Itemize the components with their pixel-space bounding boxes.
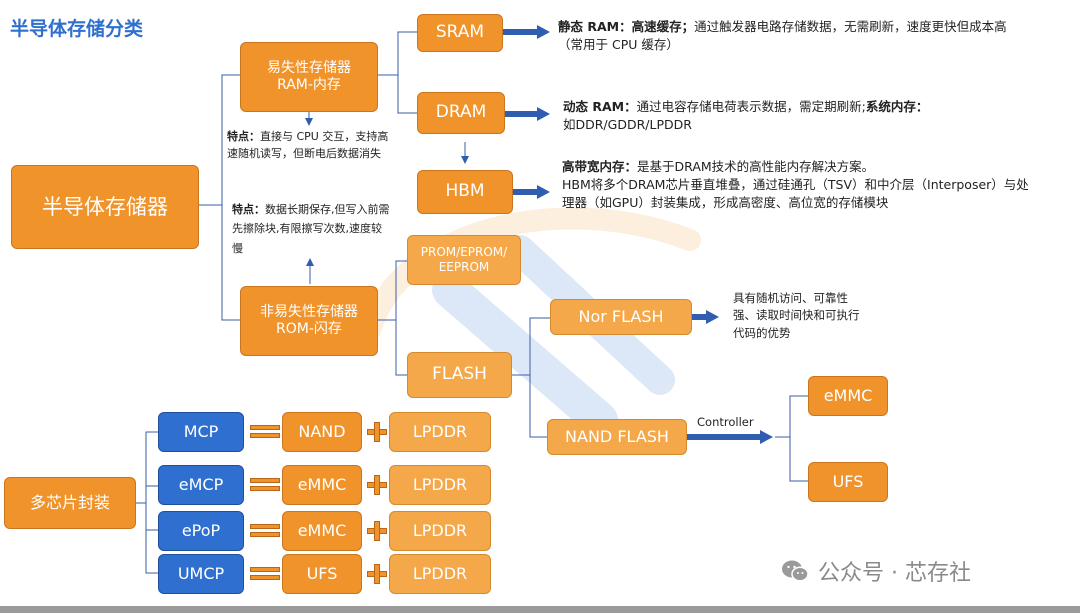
plus-icon	[367, 521, 387, 541]
package-name-label: UMCP	[177, 564, 225, 583]
prom-line2: EEPROM	[438, 260, 490, 274]
nonvolatile-line2: ROM-闪存	[276, 321, 342, 337]
sram-label: SRAM	[435, 22, 485, 43]
nor-flash-node: Nor FLASH	[550, 299, 692, 335]
volatile-line1: 易失性存储器	[267, 59, 351, 76]
emmc-output-node: eMMC	[808, 376, 888, 416]
volatile-line2: RAM-内存	[277, 77, 341, 93]
root-node: 半导体存储器	[11, 165, 199, 249]
volatile-note: 特点：直接与 CPU 交互，支持高速随机读写，但断电后数据消失	[227, 128, 399, 162]
nand-flash-node: NAND FLASH	[547, 419, 687, 455]
package-part-a-label: eMMC	[297, 521, 347, 540]
dram-label: DRAM	[435, 102, 487, 123]
equals-icon	[250, 478, 280, 492]
sram-node: SRAM	[417, 14, 503, 52]
controller-label: Controller	[697, 415, 754, 429]
volatile-node: 易失性存储器 RAM-内存	[240, 42, 378, 112]
nonvolatile-note-bold: 特点：	[232, 203, 265, 216]
packaging-root-label: 多芯片封装	[29, 493, 110, 512]
package-part-b-1: LPDDR	[389, 465, 491, 505]
nand-flash-label: NAND FLASH	[565, 427, 669, 446]
package-part-b-3: LPDDR	[389, 554, 491, 594]
package-part-b-label: LPDDR	[412, 564, 468, 583]
prom-line1: PROM/EPROM/	[420, 245, 508, 259]
volatile-note-text: 直接与 CPU 交互，支持高速随机读写，但断电后数据消失	[227, 130, 389, 161]
packaging-bracket	[136, 431, 158, 574]
package-part-a-1: eMMC	[282, 465, 362, 505]
flash-label: FLASH	[432, 364, 487, 385]
footer: 公众号 · 芯存社	[780, 555, 971, 587]
package-name-1: eMCP	[158, 465, 244, 505]
nonvolatile-note: 特点：数据长期保存,但写入前需先擦除块,有限擦写次数,速度较慢	[232, 200, 392, 258]
hbm-desc-body: HBM将多个DRAM芯片垂直堆叠，通过硅通孔（TSV）和中介层（Interpos…	[562, 177, 1029, 211]
nor-flash-desc: 具有随机访问、可靠性强、读取时间快和可执行代码的优势	[733, 291, 860, 340]
package-name-3: UMCP	[158, 554, 244, 594]
page-title: 半导体存储分类	[10, 18, 144, 40]
dram-desc-d: 如DDR/GDDR/LPDDR	[563, 117, 692, 133]
volatile-note-bold: 特点：	[227, 130, 260, 143]
wechat-icon	[782, 560, 809, 582]
sram-desc-bold: 静态 RAM：高速缓存；	[558, 19, 695, 34]
nonvolatile-line1: 非易失性存储器	[260, 303, 358, 320]
plus-icon	[367, 475, 387, 495]
dram-desc: 动态 RAM：通过电容存储电荷表示数据，需定期刷新;系统内存： 如DDR/GDDR…	[563, 98, 1033, 134]
root-label: 半导体存储器	[42, 194, 168, 219]
package-part-a-2: eMMC	[282, 511, 362, 551]
package-part-a-0: NAND	[282, 412, 362, 452]
package-part-a-label: NAND	[298, 422, 346, 441]
flash-bracket	[512, 317, 550, 438]
sram-desc-text: 通过触发器电路存储数据，无需刷新，速度更快但成本高（常用于 CPU 缓存）	[558, 19, 1007, 53]
equals-icon	[250, 524, 280, 538]
dram-desc-c: 系统内存：	[865, 99, 929, 114]
packaging-root-node: 多芯片封装	[4, 477, 136, 529]
footer-label: 公众号 · 芯存社	[818, 561, 971, 586]
nor-flash-label: Nor FLASH	[578, 307, 664, 326]
dram-desc-b: 通过电容存储电荷表示数据，需定期刷新;	[636, 99, 866, 114]
dram-desc-a: 动态 RAM：	[563, 99, 637, 114]
package-part-a-3: UFS	[282, 554, 362, 594]
package-name-2: ePoP	[158, 511, 244, 551]
package-part-b-2: LPDDR	[389, 511, 491, 551]
package-name-label: eMCP	[178, 475, 224, 494]
root-bracket	[198, 74, 240, 321]
package-part-b-label: LPDDR	[412, 475, 468, 494]
nonvolatile-node: 非易失性存储器 ROM-闪存	[240, 286, 378, 356]
controller-bracket	[775, 395, 808, 482]
prom-node: PROM/EPROM/ EEPROM	[407, 235, 521, 285]
hbm-desc-bold: 高带宽内存：	[562, 159, 638, 174]
package-name-0: MCP	[158, 412, 244, 452]
package-part-b-label: LPDDR	[412, 422, 468, 441]
package-part-b-0: LPDDR	[389, 412, 491, 452]
ram-bracket	[378, 31, 417, 114]
ufs-output-node: UFS	[808, 462, 888, 502]
hbm-desc: 高带宽内存：是基于DRAM技术的高性能内存解决方案。 HBM将多个DRAM芯片垂直…	[562, 158, 1032, 212]
emmc-output-label: eMMC	[823, 386, 873, 405]
plus-icon	[367, 422, 387, 442]
hbm-desc-head: 是基于DRAM技术的高性能内存解决方案。	[637, 159, 875, 174]
bottom-bar	[0, 606, 1080, 613]
equals-icon	[250, 425, 280, 439]
hbm-node: HBM	[417, 170, 513, 214]
plus-icon	[367, 564, 387, 584]
flash-node: FLASH	[407, 352, 512, 398]
package-name-label: ePoP	[181, 521, 221, 540]
package-part-b-label: LPDDR	[412, 521, 468, 540]
dram-node: DRAM	[417, 92, 505, 134]
hbm-label: HBM	[445, 181, 485, 202]
package-part-a-label: eMMC	[297, 475, 347, 494]
package-part-a-label: UFS	[306, 564, 338, 583]
sram-desc: 静态 RAM：高速缓存；通过触发器电路存储数据，无需刷新，速度更快但成本高（常用…	[558, 18, 1018, 54]
equals-icon	[250, 567, 280, 581]
ufs-output-label: UFS	[832, 472, 864, 491]
package-name-label: MCP	[183, 422, 219, 441]
nonvolatile-note-text: 数据长期保存,但写入前需先擦除块,有限擦写次数,速度较慢	[232, 203, 390, 255]
block-arrows	[503, 25, 773, 444]
rom-bracket	[378, 260, 407, 376]
